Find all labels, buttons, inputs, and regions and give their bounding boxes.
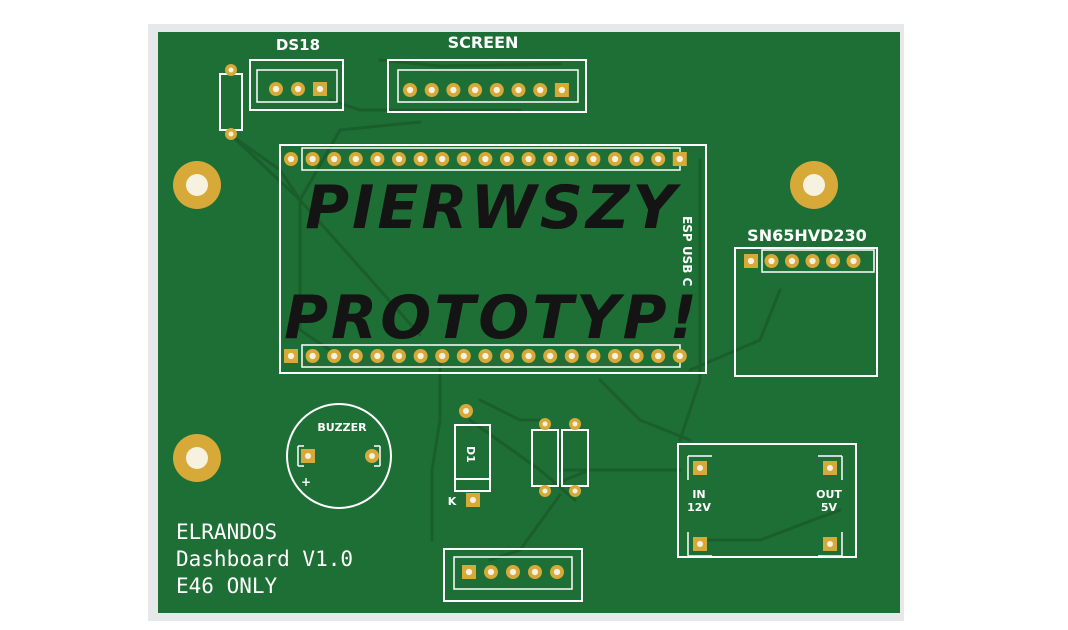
traces	[230, 58, 842, 562]
footer-line-3: E46 ONLY	[176, 574, 278, 598]
solder-pad-icon	[511, 83, 526, 97]
solder-pad-icon	[764, 254, 779, 268]
solder-pad-icon	[785, 254, 799, 268]
solder-pad-icon	[468, 83, 483, 97]
solder-pad-icon	[370, 152, 385, 166]
solder-pad-icon	[528, 565, 542, 579]
solder-pad-icon	[586, 349, 601, 363]
solder-pad-icon	[327, 152, 342, 166]
solder-pad-icon	[672, 152, 687, 166]
screen-label: SCREEN	[448, 33, 519, 52]
solder-pad-icon	[403, 83, 417, 97]
solder-pad-icon	[608, 152, 622, 166]
solder-pad-icon	[543, 152, 558, 166]
buzzer-plus: +	[301, 475, 311, 489]
solder-pad-icon	[348, 349, 363, 363]
solder-pad-icon	[564, 349, 579, 363]
mounting-hole-icon	[173, 434, 221, 482]
converter-out-label: OUT	[816, 488, 842, 501]
solder-pad-icon	[435, 152, 450, 166]
ds18-label: DS18	[276, 36, 320, 54]
dc-dc-converter: IN 12V OUT 5V	[677, 443, 857, 558]
solder-pad-icon	[269, 82, 283, 96]
solder-pad-icon	[550, 565, 564, 579]
bottom-connector	[443, 548, 583, 602]
solder-pad-icon	[370, 349, 385, 363]
solder-pad-icon	[533, 83, 548, 97]
converter-in-label: IN	[692, 488, 705, 501]
stamp-line-2: PROTOTYP!	[284, 283, 700, 353]
solder-pad-icon	[521, 349, 536, 363]
solder-pad-icon	[284, 152, 298, 166]
solder-pad-icon	[543, 349, 558, 363]
transceiver-module: SN65HVD230	[734, 226, 878, 377]
solder-pad-icon	[327, 349, 342, 363]
solder-pad-icon	[608, 349, 622, 363]
solder-pad-icon	[392, 152, 406, 166]
board-title: ELRANDOS Dashboard V1.0 E46 ONLY	[176, 520, 353, 598]
footer-line-1: ELRANDOS	[176, 520, 277, 544]
converter-out-voltage: 5V	[821, 501, 838, 514]
solder-pad-icon	[446, 83, 461, 97]
stamp-line-1: PIERWSZY	[305, 173, 681, 243]
solder-pad-icon	[744, 254, 758, 268]
solder-pad-icon	[456, 152, 471, 166]
esp-module: ESP USB C	[279, 144, 707, 374]
solder-pad-icon	[672, 349, 687, 363]
esp-label: ESP USB C	[680, 216, 694, 287]
solder-pad-icon	[313, 82, 327, 96]
diode-d1: D1 K	[448, 404, 491, 508]
solder-pad-icon	[456, 349, 471, 363]
solder-pad-icon	[554, 83, 569, 97]
solder-pad-icon	[413, 349, 428, 363]
solder-pad-icon	[629, 349, 644, 363]
solder-pad-icon	[651, 152, 666, 166]
mounting-hole-icon	[790, 161, 838, 209]
footer-line-2: Dashboard V1.0	[176, 547, 353, 571]
solder-pad-icon	[435, 349, 450, 363]
solder-pad-icon	[500, 152, 514, 166]
solder-pad-icon	[291, 82, 305, 96]
resistor-top	[219, 64, 243, 140]
solder-pad-icon	[284, 349, 298, 363]
transceiver-label: SN65HVD230	[747, 226, 867, 245]
buzzer: BUZZER +	[286, 403, 392, 509]
solder-pad-icon	[521, 152, 536, 166]
solder-pad-icon	[500, 349, 514, 363]
solder-pad-icon	[586, 152, 601, 166]
screen-connector: SCREEN	[387, 33, 587, 113]
solder-pad-icon	[348, 152, 363, 166]
mounting-hole-icon	[173, 161, 221, 209]
ds18-connector: DS18	[249, 36, 344, 111]
capacitor-pair	[531, 418, 589, 497]
solder-pad-icon	[424, 83, 439, 97]
solder-pad-icon	[484, 565, 498, 579]
solder-pad-icon	[629, 152, 644, 166]
diode-k-label: K	[448, 495, 457, 508]
solder-pad-icon	[651, 349, 666, 363]
solder-pad-icon	[805, 254, 820, 268]
solder-pad-icon	[826, 254, 840, 268]
diode-label: D1	[464, 446, 477, 463]
solder-pad-icon	[564, 152, 579, 166]
solder-pad-icon	[462, 565, 476, 579]
solder-pad-icon	[846, 254, 861, 268]
solder-pad-icon	[305, 349, 320, 363]
buzzer-label: BUZZER	[317, 421, 367, 434]
solder-pad-icon	[305, 152, 320, 166]
solder-mask	[158, 32, 900, 613]
solder-pad-icon	[413, 152, 428, 166]
solder-pad-icon	[506, 565, 520, 579]
solder-pad-icon	[392, 349, 406, 363]
solder-pad-icon	[478, 152, 493, 166]
solder-pad-icon	[489, 83, 504, 97]
solder-pad-icon	[478, 349, 493, 363]
converter-in-voltage: 12V	[687, 501, 711, 514]
